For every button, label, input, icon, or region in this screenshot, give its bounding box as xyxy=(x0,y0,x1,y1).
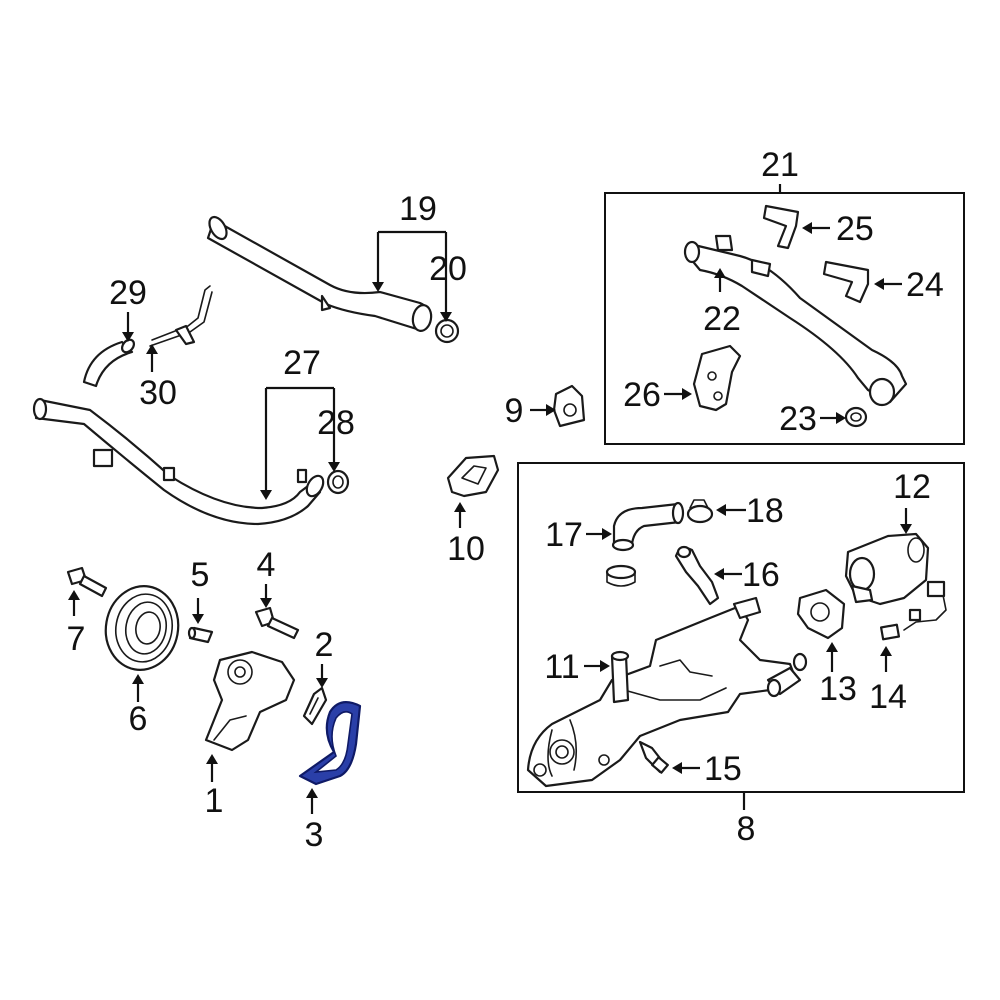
callout-7: 7 xyxy=(67,620,86,658)
arrow-7 xyxy=(68,590,80,600)
callout-13: 13 xyxy=(819,670,857,708)
arrow-1 xyxy=(206,754,218,764)
callout-18: 18 xyxy=(746,492,784,530)
hose-clamp-18[interactable] xyxy=(686,499,714,524)
dowel-pin-5[interactable] xyxy=(187,626,214,644)
callout-3: 3 xyxy=(305,816,324,854)
callout-11: 11 xyxy=(544,648,579,686)
pipe-30[interactable] xyxy=(149,285,213,347)
coolant-pipe-27[interactable] xyxy=(32,397,327,526)
arrow-25 xyxy=(802,222,812,234)
gasket-2[interactable] xyxy=(302,686,328,726)
pulley-6[interactable] xyxy=(99,580,184,675)
hose-16[interactable] xyxy=(674,545,720,606)
callout-28: 28 xyxy=(317,404,355,442)
arrow-27 xyxy=(260,490,272,500)
arrow-5 xyxy=(192,614,204,624)
callout-24: 24 xyxy=(906,266,944,304)
callout-16: 16 xyxy=(742,556,780,594)
arrow-28 xyxy=(328,462,340,472)
arrow-15 xyxy=(672,762,682,774)
arrow-29 xyxy=(122,332,134,342)
callout-25: 25 xyxy=(836,210,874,248)
thermostat-housing-8[interactable] xyxy=(526,596,808,788)
callout-17: 17 xyxy=(545,516,583,554)
arrow-19 xyxy=(372,282,384,292)
o-ring-20[interactable] xyxy=(434,318,460,344)
arrow-10 xyxy=(454,502,466,512)
callout-4: 4 xyxy=(257,546,276,584)
arrow-20 xyxy=(440,312,452,322)
arrow-2 xyxy=(316,678,328,688)
callout-1: 1 xyxy=(205,782,224,820)
arrow-6 xyxy=(132,674,144,684)
callout-26: 26 xyxy=(623,376,661,414)
callout-20: 20 xyxy=(429,250,467,288)
bracket-26[interactable] xyxy=(692,344,742,412)
bolt-7[interactable] xyxy=(66,566,108,598)
callout-6: 6 xyxy=(129,700,148,738)
gasket-10[interactable] xyxy=(446,454,500,498)
hose-29[interactable] xyxy=(82,337,136,388)
arrow-22 xyxy=(714,268,726,278)
arrow-9 xyxy=(546,404,556,416)
callout-27: 27 xyxy=(283,344,321,382)
arrow-12 xyxy=(900,524,912,534)
arrow-14 xyxy=(880,646,892,656)
o-ring-28[interactable] xyxy=(326,469,350,495)
callout-29: 29 xyxy=(109,274,147,312)
arrow-17 xyxy=(602,528,612,540)
water-pump-1[interactable] xyxy=(204,650,296,752)
leader-27 xyxy=(264,386,336,492)
callout-30: 30 xyxy=(139,374,177,412)
thermostat-12[interactable] xyxy=(844,532,930,606)
arrow-13 xyxy=(826,642,838,652)
gasket-13[interactable] xyxy=(796,588,846,640)
callout-22: 22 xyxy=(703,300,741,338)
arrow-18 xyxy=(716,504,726,516)
arrow-4 xyxy=(260,598,272,608)
arrow-16 xyxy=(714,568,724,580)
arrow-30 xyxy=(146,344,158,354)
arrow-26 xyxy=(682,388,692,400)
sensor-15[interactable] xyxy=(638,740,669,774)
coolant-pipe-22[interactable] xyxy=(683,234,908,407)
arrow-24 xyxy=(874,278,884,290)
clip-25[interactable] xyxy=(762,204,800,250)
callout-9: 9 xyxy=(505,392,524,430)
arrow-11 xyxy=(600,660,610,672)
callout-10: 10 xyxy=(447,530,485,568)
callout-2: 2 xyxy=(315,626,334,664)
callout-8: 8 xyxy=(737,810,756,848)
wiring-harness-14[interactable] xyxy=(879,580,947,641)
bolt-4[interactable] xyxy=(254,606,300,640)
callout-15: 15 xyxy=(704,750,742,788)
gasket-9[interactable] xyxy=(552,384,586,428)
hose-17[interactable] xyxy=(611,501,685,552)
callout-14: 14 xyxy=(869,678,907,716)
hose-clamp-loose[interactable] xyxy=(605,564,637,587)
callout-12: 12 xyxy=(893,468,931,506)
arrow-3 xyxy=(306,788,318,798)
callout-19: 19 xyxy=(399,190,437,228)
callout-23: 23 xyxy=(779,400,817,438)
arrow-23 xyxy=(836,412,846,424)
gasket-3[interactable] xyxy=(298,701,362,786)
bracket-24[interactable] xyxy=(822,260,870,304)
group-box-21 xyxy=(604,192,965,445)
callout-21: 21 xyxy=(761,146,799,184)
callout-5: 5 xyxy=(191,556,210,594)
leader-19 xyxy=(376,230,448,312)
group-box-8 xyxy=(517,462,965,793)
coolant-pipe-19[interactable] xyxy=(206,214,433,332)
o-ring-23[interactable] xyxy=(844,406,868,428)
